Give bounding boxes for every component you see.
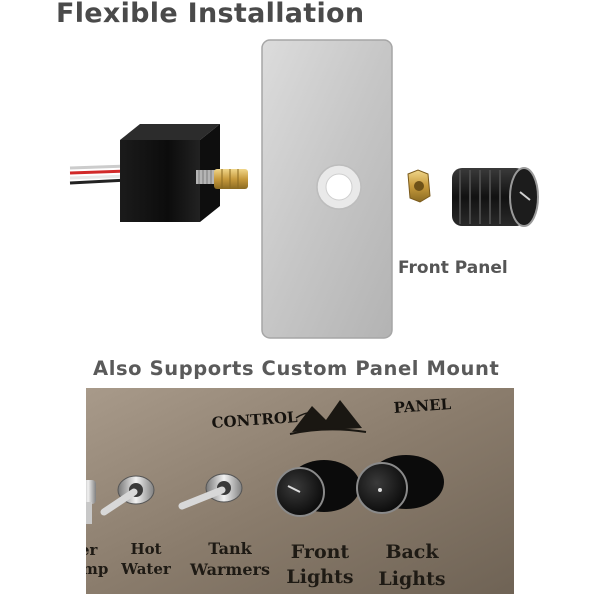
label-front-line1: Front: [291, 541, 350, 563]
mountain-logo-icon: [289, 400, 367, 435]
label-hot-line1: Hot: [130, 540, 161, 558]
toggle-switch-partial: [86, 480, 96, 524]
label-front-line2: Lights: [286, 566, 353, 588]
knob-back-lights: [356, 455, 444, 514]
front-panel-label: Front Panel: [398, 258, 508, 278]
toggle-switch-hot-water: [100, 475, 155, 516]
label-tank-line1: Tank: [208, 539, 252, 558]
section-subtitle: Also Supports Custom Panel Mount: [93, 357, 500, 380]
custom-panel-photo: CONTROL PANEL er mp Ho: [86, 388, 514, 594]
knob-front-lights: [275, 460, 360, 517]
label-tank-line2: Warmers: [189, 560, 270, 579]
hex-nut: [407, 169, 431, 203]
panel-sign: CONTROL PANEL: [211, 395, 452, 435]
sign-left-text: CONTROL: [211, 408, 298, 432]
control-labels: er mp Hot Water Tank Warmers Front Light…: [86, 539, 446, 590]
toggle-switch-tank-warmers: [178, 473, 243, 510]
label-back-line1: Back: [385, 541, 439, 563]
installation-illustration: [69, 39, 539, 339]
label-hot-line2: Water: [120, 560, 172, 578]
potentiometer-body: [120, 124, 220, 222]
front-panel-plate: [261, 39, 393, 339]
wire-leads: [69, 164, 129, 185]
label-line2-partial: mp: [86, 560, 108, 578]
potentiometer-shaft: [196, 169, 248, 189]
label-line1-partial: er: [86, 541, 99, 559]
control-knob: [452, 167, 539, 227]
page-title: Flexible Installation: [56, 0, 365, 29]
label-back-line2: Lights: [378, 568, 445, 590]
sign-right-text: PANEL: [393, 395, 452, 417]
